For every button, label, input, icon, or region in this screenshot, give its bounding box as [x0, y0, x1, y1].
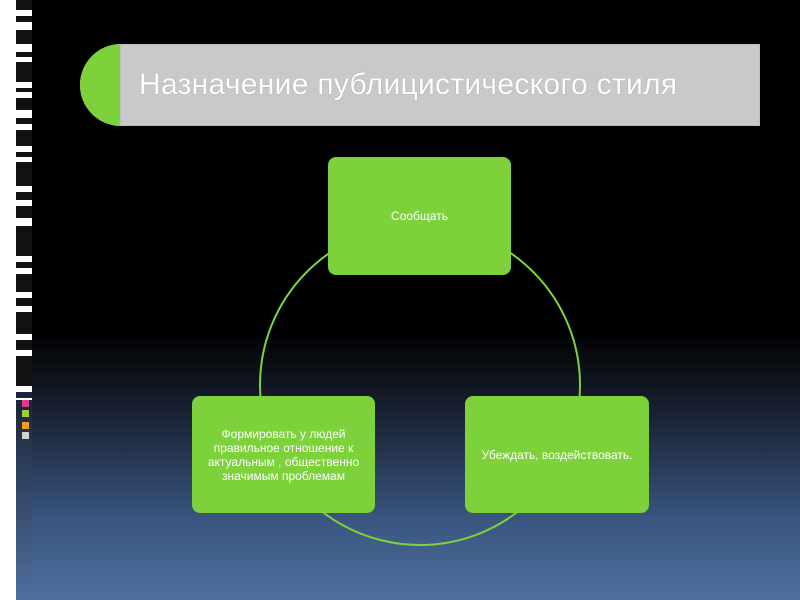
left-decor-strip — [0, 0, 32, 600]
decor-square-gray — [22, 432, 29, 439]
node-persuade: Убеждать, воздействовать. — [465, 396, 649, 513]
title-accent — [80, 44, 120, 126]
title-banner: Назначение публицистического стиля — [80, 44, 760, 126]
decor-square-pink — [22, 400, 29, 407]
node-shape-attitude-label: Формировать у людей правильное отношение… — [207, 426, 360, 483]
title-panel: Назначение публицистического стиля — [120, 44, 760, 126]
slide-title: Назначение публицистического стиля — [139, 68, 678, 101]
node-persuade-label: Убеждать, воздействовать. — [481, 447, 633, 462]
node-inform: Сообщать — [328, 157, 511, 275]
decor-bars — [16, 0, 32, 600]
node-inform-label: Сообщать — [391, 209, 448, 223]
node-shape-attitude: Формировать у людей правильное отношение… — [192, 396, 375, 513]
decor-square-green — [22, 410, 29, 417]
decor-square-orange — [22, 422, 29, 429]
